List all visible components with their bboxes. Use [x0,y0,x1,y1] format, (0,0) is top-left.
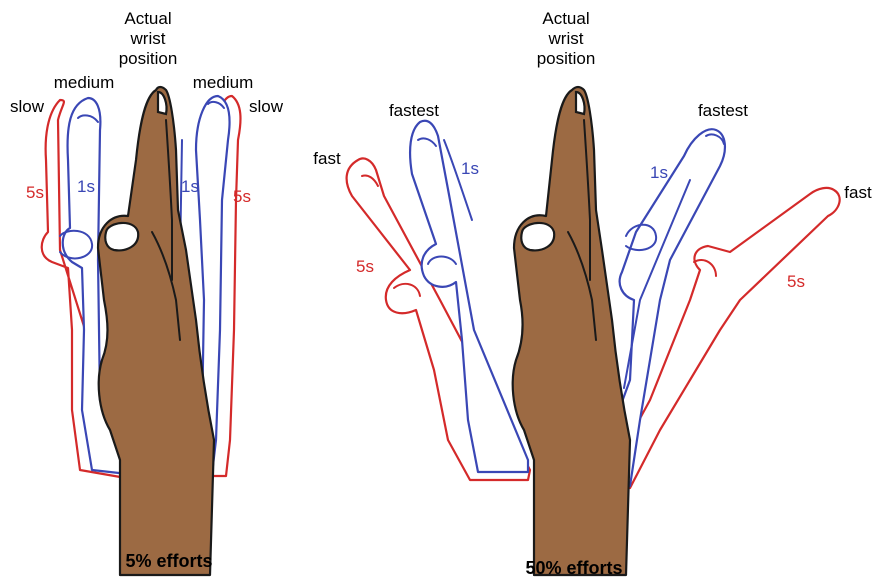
left-caption: 5% efforts [125,551,212,571]
right-label-fastest-left: fastest [389,101,439,120]
right-panel: Actual wrist position fastest fastest fa… [313,9,872,578]
left-label-medium-left: medium [54,73,114,92]
right-title-line-1: Actual [542,9,589,28]
left-title-line-2: wrist [130,29,166,48]
left-title-line-3: position [119,49,178,68]
left-title-line-1: Actual [124,9,171,28]
right-label-fast-left: fast [313,149,341,168]
right-label-fastest-right: fastest [698,101,748,120]
left-label-slow-left: slow [10,97,45,116]
right-caption: 50% efforts [525,558,622,578]
left-label-5s-left: 5s [26,183,44,202]
right-label-fast-right: fast [844,183,872,202]
left-label-1s-right: 1s [181,177,199,196]
right-label-1s-right: 1s [650,163,668,182]
left-panel: Actual wrist position medium medium slow… [10,9,284,575]
right-label-1s-left: 1s [461,159,479,178]
right-title-line-2: wrist [548,29,584,48]
left-label-slow-right: slow [249,97,284,116]
left-label-medium-right: medium [193,73,253,92]
left-label-1s-left: 1s [77,177,95,196]
right-label-5s-right: 5s [787,272,805,291]
right-title-line-3: position [537,49,596,68]
right-actual-hand [513,87,630,575]
right-label-5s-left: 5s [356,257,374,276]
left-label-5s-right: 5s [233,187,251,206]
